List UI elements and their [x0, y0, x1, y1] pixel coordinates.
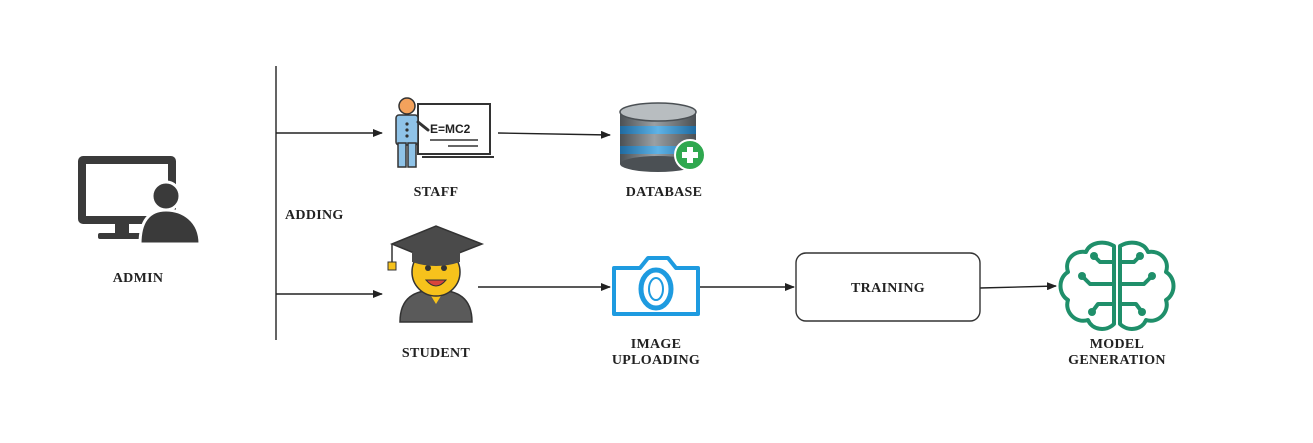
- training-label: TRAINING: [851, 281, 925, 296]
- admin-computer-user-icon: [78, 156, 202, 246]
- database-node: DATABASE: [619, 102, 706, 200]
- image-uploading-node: IMAGE UPLOADING: [612, 256, 700, 368]
- model-generation-label-line1: MODEL: [1090, 337, 1144, 352]
- camera-icon: [612, 256, 700, 316]
- database-add-icon: [619, 102, 706, 172]
- circuit-nodes: [1078, 252, 1156, 316]
- database-label: DATABASE: [626, 185, 703, 200]
- image-uploading-label-line1: IMAGE: [631, 337, 682, 352]
- model-generation-label-line2: GENERATION: [1068, 353, 1166, 368]
- staff-node: E=MC2 STAFF: [395, 97, 494, 200]
- image-uploading-label-line2: UPLOADING: [612, 353, 700, 368]
- training-node: TRAINING: [795, 252, 981, 322]
- model-generation-node: MODEL GENERATION: [1058, 240, 1176, 368]
- arrow-training-to-model: [979, 282, 1057, 291]
- arrow-staff-to-database: [497, 130, 611, 139]
- student-node: STUDENT: [387, 225, 485, 361]
- admin-node: ADMIN: [78, 156, 202, 286]
- admin-label: ADMIN: [113, 271, 164, 286]
- graduate-student-icon: [387, 225, 485, 323]
- teacher-whiteboard-icon: E=MC2: [395, 97, 494, 168]
- whiteboard-formula: E=MC2: [430, 122, 471, 136]
- ai-brain-circuit-icon: [1058, 240, 1176, 331]
- staff-label: STAFF: [414, 185, 459, 200]
- adding-label: ADDING: [285, 208, 344, 223]
- student-label: STUDENT: [402, 346, 471, 361]
- training-box: [795, 252, 981, 322]
